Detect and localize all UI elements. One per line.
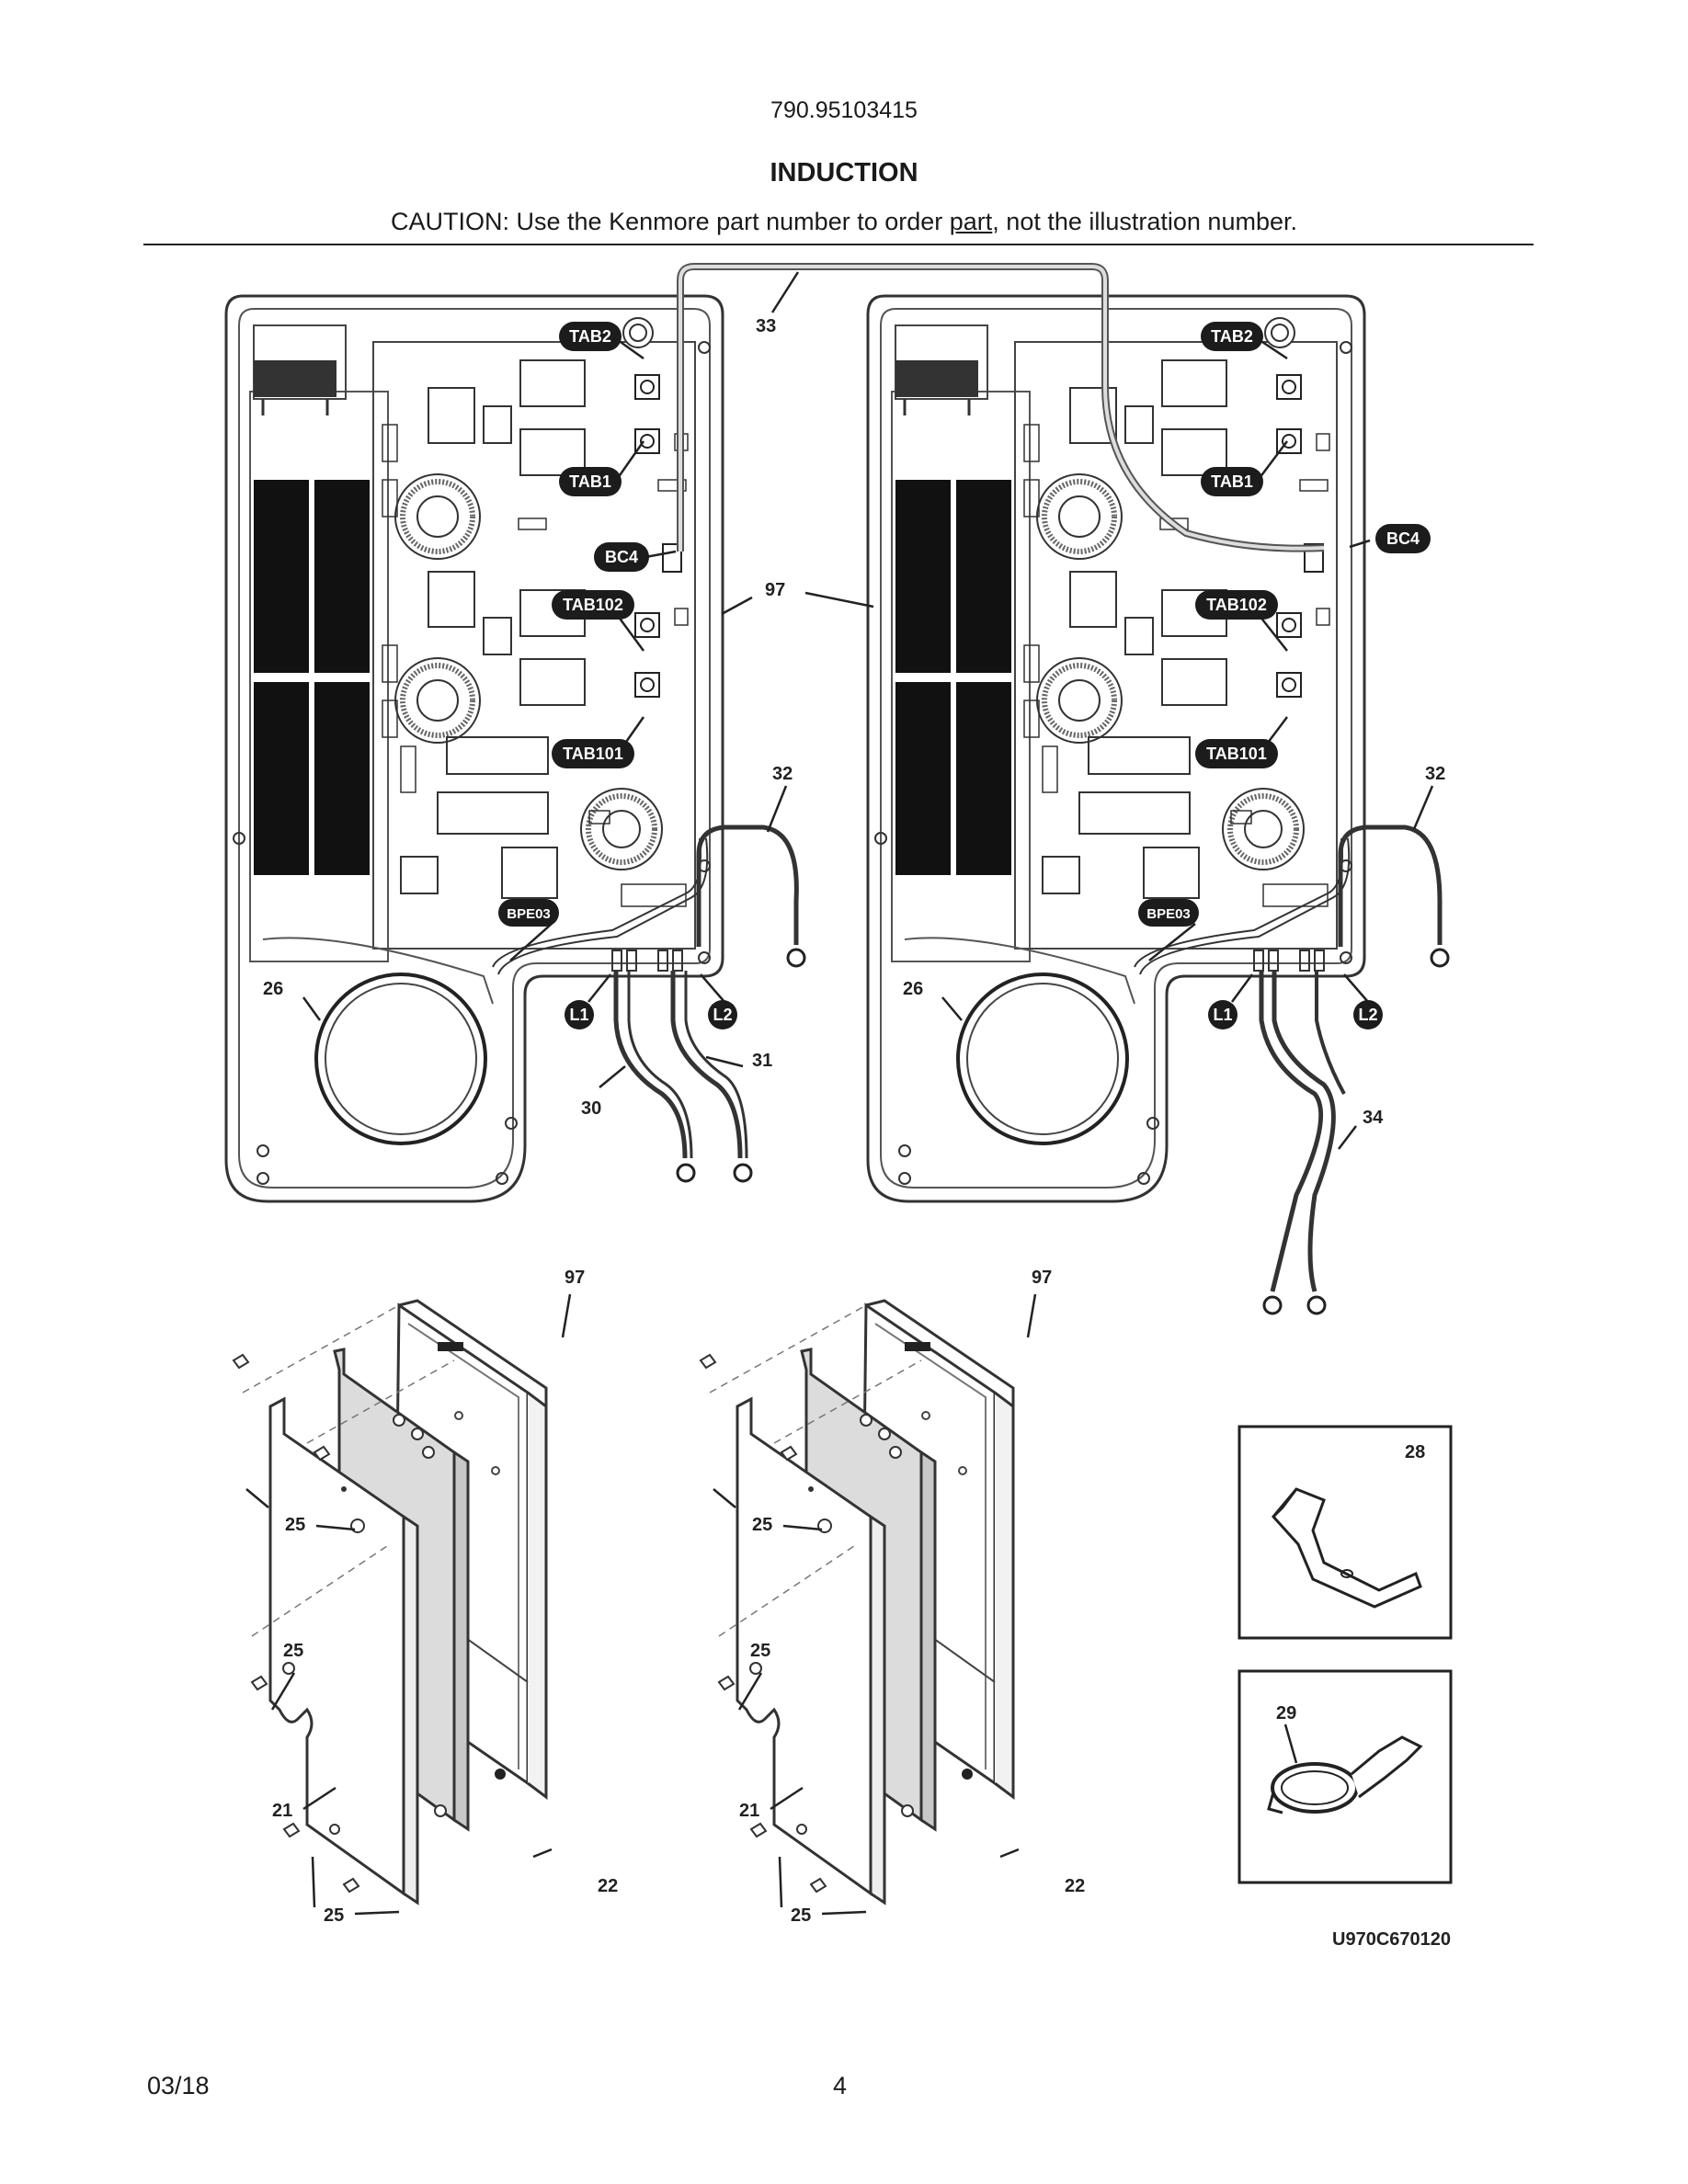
callout-25-right-a: 25 [752, 1515, 772, 1535]
lower-leader-lines [245, 1293, 1037, 1916]
svg-text:TAB1: TAB1 [569, 472, 611, 491]
callout-26-left: 26 [263, 979, 283, 999]
svg-text:BC4: BC4 [605, 548, 638, 566]
pill-tab102-left: TAB102 [552, 590, 634, 620]
pill-tab2-left: TAB2 [559, 322, 622, 351]
callout-29: 29 [1276, 1703, 1296, 1723]
callout-22-left: 22 [598, 1876, 618, 1896]
wire-30 [613, 971, 688, 1159]
callout-97-lower-left: 97 [565, 1268, 585, 1288]
callout-25-left-c: 25 [324, 1905, 344, 1926]
svg-text:TAB102: TAB102 [1206, 596, 1267, 614]
callout-30: 30 [581, 1098, 601, 1119]
svg-text:L1: L1 [569, 1006, 588, 1024]
svg-text:BC4: BC4 [1386, 529, 1420, 548]
callout-32-right: 32 [1425, 764, 1445, 784]
caution-link-part[interactable]: part [949, 208, 993, 235]
right-induction-board-assembly [868, 296, 1364, 1201]
svg-text:L1: L1 [1213, 1006, 1232, 1024]
svg-text:TAB101: TAB101 [563, 745, 623, 763]
callout-25-left-a: 25 [285, 1515, 305, 1535]
caution-note: CAUTION: Use the Kenmore part number to … [0, 208, 1688, 236]
svg-text:TAB1: TAB1 [1211, 472, 1253, 491]
diagram-reference-code: U970C670120 [1332, 1929, 1451, 1950]
svg-text:TAB102: TAB102 [563, 596, 623, 614]
pill-bpe03-left: BPE03 [498, 899, 559, 927]
callout-25-right-c: 25 [791, 1905, 811, 1926]
callout-32-left: 32 [772, 764, 793, 784]
callout-22-right: 22 [1065, 1876, 1085, 1896]
pill-tab101-right: TAB101 [1195, 739, 1278, 768]
pill-bc4-left: BC4 [594, 542, 649, 572]
pill-tab102-right: TAB102 [1195, 590, 1278, 620]
pill-l1-left: L1 [565, 1000, 594, 1029]
callout-34: 34 [1363, 1108, 1384, 1128]
caution-suffix: , not the illustration number. [992, 208, 1297, 235]
svg-text:L2: L2 [713, 1006, 732, 1024]
leader-lines [302, 271, 1434, 1150]
svg-text:BPE03: BPE03 [507, 906, 551, 922]
callout-97-upper: 97 [765, 580, 785, 600]
pill-tab1-right: TAB1 [1201, 467, 1263, 496]
pill-bpe03-right: BPE03 [1138, 899, 1199, 927]
callout-33: 33 [756, 316, 776, 336]
svg-text:BPE03: BPE03 [1146, 906, 1191, 922]
pill-tab101-left: TAB101 [552, 739, 634, 768]
detail-box-28: 28 [1237, 1425, 1453, 1640]
wire-31 [670, 971, 743, 1159]
svg-text:L2: L2 [1358, 1006, 1377, 1024]
callout-25-left-b: 25 [283, 1641, 303, 1661]
pill-tab1-left: TAB1 [559, 467, 622, 496]
svg-text:TAB2: TAB2 [569, 327, 611, 346]
callout-21-left: 21 [272, 1801, 292, 1821]
header-rule [143, 244, 1534, 245]
ground-wire-32-right [1338, 825, 1443, 947]
caution-prefix: CAUTION: Use the Kenmore part number to … [391, 208, 950, 235]
pill-l2-right: L2 [1353, 1000, 1383, 1029]
callout-21-right: 21 [739, 1801, 759, 1821]
svg-text:TAB2: TAB2 [1211, 327, 1253, 346]
ground-wire-32-left [696, 825, 799, 947]
pill-tab2-right: TAB2 [1201, 322, 1263, 351]
pill-bc4-right: BC4 [1375, 524, 1431, 553]
pill-l1-right: L1 [1208, 1000, 1237, 1029]
callout-97-lower-right: 97 [1032, 1268, 1052, 1288]
callout-31: 31 [752, 1051, 772, 1071]
section-title: INDUCTION [770, 158, 918, 188]
footer-date: 03/18 [147, 2072, 210, 2099]
wire-34 [1259, 971, 1324, 1292]
svg-text:TAB101: TAB101 [1206, 745, 1267, 763]
page-number: 4 [833, 2072, 848, 2099]
detail-box-29: 29 [1237, 1669, 1453, 1884]
callout-28: 28 [1405, 1442, 1425, 1462]
callout-25-right-b: 25 [750, 1641, 770, 1661]
left-induction-board-assembly [226, 296, 723, 1201]
callout-26-right: 26 [903, 979, 923, 999]
model-number: 790.95103415 [770, 97, 918, 123]
pill-l2-left: L2 [708, 1000, 737, 1029]
